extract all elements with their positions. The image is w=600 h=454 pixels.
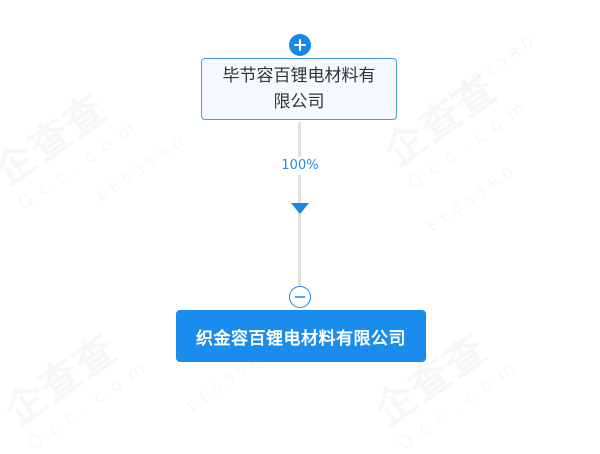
minus-icon xyxy=(294,296,306,298)
watermark-domain: Qcc.com xyxy=(394,352,528,454)
shareholder-name: 毕节容百锂电材料有限公司 xyxy=(222,66,376,112)
shareholder-node[interactable]: 毕节容百锂电材料有限公司 xyxy=(201,58,397,120)
company-name: 织金容百锂电材料有限公司 xyxy=(196,328,406,349)
arrow-down-icon xyxy=(291,203,309,214)
watermark-brand: 企查查 xyxy=(0,325,127,436)
watermark: 企查查 Qcc.com xyxy=(0,65,147,215)
watermark-domain: Qcc.com xyxy=(404,92,538,195)
watermark-code: EE035RD xyxy=(95,130,192,206)
watermark-brand: 企查查 xyxy=(0,85,117,196)
shareholding-percentage: 100% xyxy=(260,157,340,175)
watermark-code: EE035RD xyxy=(425,160,522,236)
watermark-domain: Qcc.com xyxy=(14,112,148,215)
watermark: 企查查 Qcc.com xyxy=(0,305,157,454)
plus-icon xyxy=(294,39,306,51)
expand-button[interactable] xyxy=(289,34,311,56)
collapse-button[interactable] xyxy=(289,286,311,308)
watermark-code: EE035RD xyxy=(445,30,542,106)
company-node[interactable]: 织金容百锂电材料有限公司 xyxy=(176,310,426,362)
watermark-domain: Qcc.com xyxy=(24,352,158,454)
